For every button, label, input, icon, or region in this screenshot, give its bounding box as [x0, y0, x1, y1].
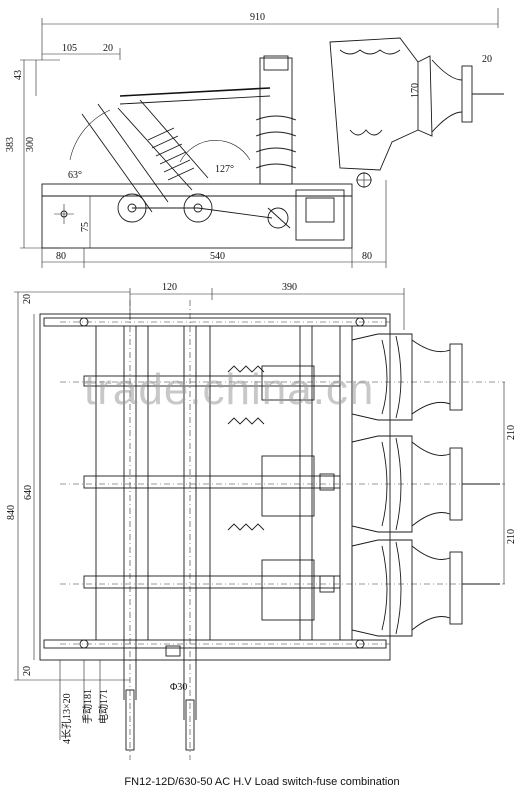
note-manual: 手动181	[81, 689, 94, 724]
shaft-left	[125, 689, 135, 751]
phase-row-3	[83, 523, 341, 621]
front-frame	[39, 313, 391, 661]
dim-phi30: Φ30	[170, 682, 187, 693]
front-view: 120 390 20 840 640 20	[6, 282, 517, 760]
dim-840: 840	[6, 505, 17, 520]
dim-20-top: 20	[103, 43, 113, 54]
insulator-column	[259, 57, 293, 185]
watermark: trade.china.cn	[84, 365, 374, 414]
fuse-holder-coil	[147, 127, 195, 181]
note-holes: 4长孔13×20	[61, 693, 73, 744]
phase-row-2	[83, 417, 341, 517]
bushing-2	[351, 435, 500, 533]
dim-640: 640	[23, 485, 34, 500]
dim-120: 120	[162, 282, 177, 293]
dim-80-right: 80	[362, 251, 372, 262]
note-electric: 电动171	[97, 689, 110, 724]
angle-63: 63°	[68, 170, 82, 181]
dim-210-lower: 210	[506, 529, 517, 544]
mechanism-box	[295, 189, 345, 241]
phase-row-1	[83, 365, 341, 401]
terminal-housing	[329, 37, 419, 171]
angle-127: 127°	[215, 164, 234, 175]
base-frame	[41, 183, 353, 249]
dim-170: 170	[410, 83, 421, 98]
bushing-cap	[461, 65, 473, 123]
dim-20-bottom: 20	[22, 666, 33, 676]
dim-540: 540	[210, 251, 225, 262]
bushing-1	[351, 333, 463, 421]
dim-43: 43	[13, 70, 24, 80]
shaft-right	[185, 699, 195, 751]
dim-210-upper: 210	[506, 425, 517, 440]
technical-drawing: 910 105 20 43 383 300 63° 12	[5, 8, 517, 760]
dim-20-right: 20	[482, 54, 492, 65]
dim-383: 383	[5, 137, 16, 152]
dim-80-left: 80	[56, 251, 66, 262]
dim-300: 300	[25, 137, 36, 152]
dim-105: 105	[62, 43, 77, 54]
dim-75: 75	[80, 222, 91, 232]
bushing-3	[351, 539, 500, 637]
side-elevation-view: 910 105 20 43 383 300 63° 12	[5, 8, 504, 268]
dim-910: 910	[250, 12, 265, 23]
dim-20-top-front: 20	[22, 294, 33, 304]
dim-390: 390	[282, 282, 297, 293]
caption: FN12-12D/630-50 AC H.V Load switch-fuse …	[124, 776, 400, 788]
